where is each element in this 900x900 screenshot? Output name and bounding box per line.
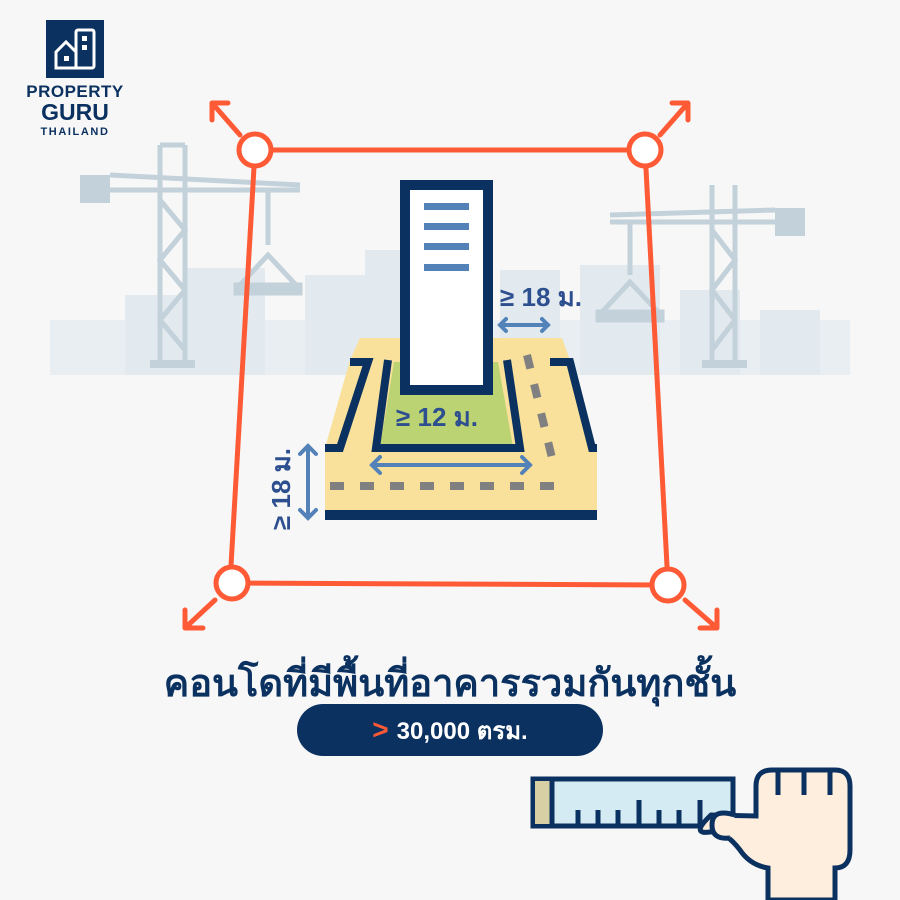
building-setback-label: ≥ 18 ม.: [500, 282, 582, 312]
logo-text-property: PROPERTY: [26, 82, 124, 101]
frame-corner-handles: [213, 131, 687, 604]
crane-right-icon: [595, 185, 805, 368]
green-width-label: ≥ 12 ม.: [396, 402, 478, 432]
road-width-label: ≥ 18 ม.: [266, 448, 296, 530]
area-threshold-badge: > 30,000 ตรม.: [297, 704, 603, 756]
greater-than-symbol: >: [372, 714, 389, 745]
dimension-arrows: [298, 317, 551, 521]
condo-building-icon: [400, 180, 493, 395]
headline: คอนโดที่มีพื้นที่อาคารรวมกันทุกชั้น: [163, 663, 737, 705]
logo-text-thailand: THAILAND: [40, 126, 110, 138]
logo-text-guru: GURU: [41, 99, 109, 125]
ruler-hand-icon: [530, 767, 853, 900]
area-value: 30,000 ตรม.: [396, 717, 528, 745]
crane-left-icon: [80, 142, 303, 368]
logo-house-icon: [46, 20, 104, 78]
propertyguru-logo: PROPERTY GURU THAILAND: [20, 20, 130, 140]
